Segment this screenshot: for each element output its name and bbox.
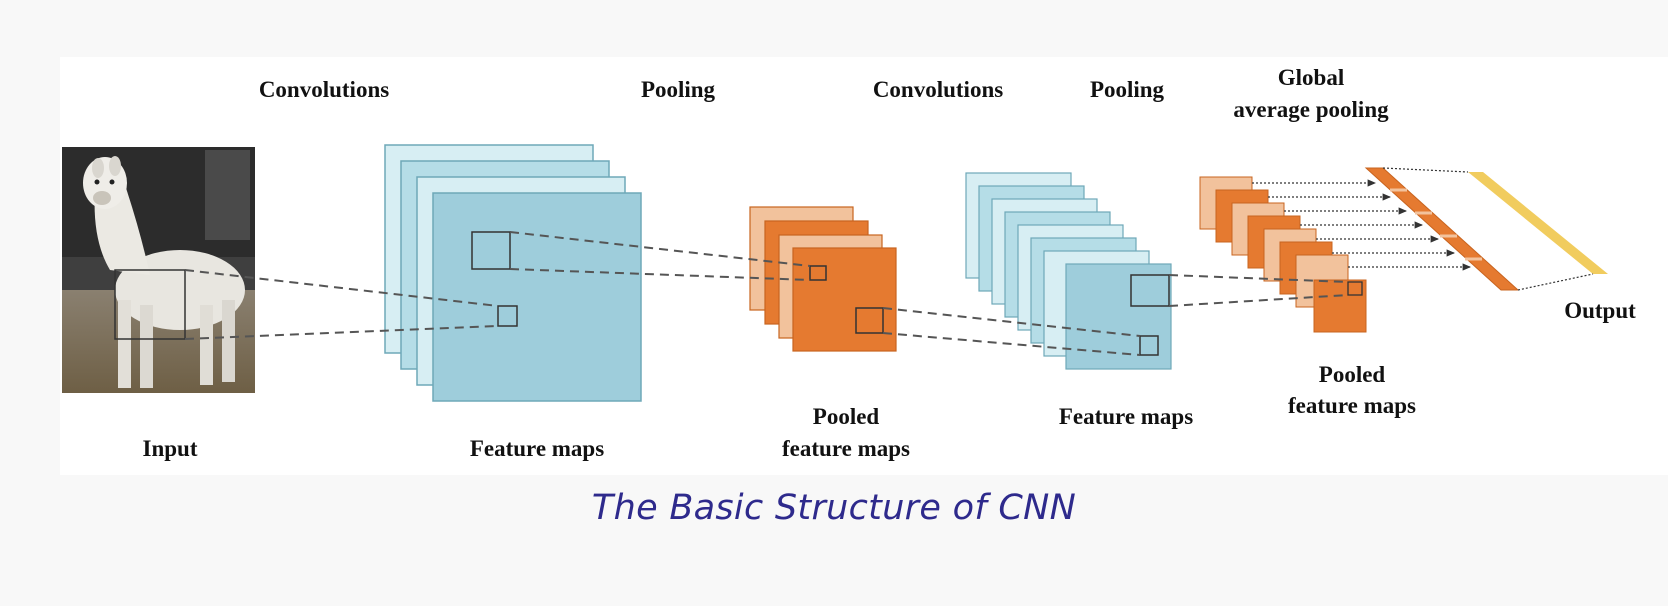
gap-arrows [1252, 179, 1471, 271]
label-pooled-2-line2: feature maps [1288, 393, 1416, 418]
label-global-line2: average pooling [1233, 97, 1389, 122]
output-vector [1382, 167, 1608, 291]
feature-maps-2-stack [965, 172, 1172, 370]
label-pooled-1-line2: feature maps [782, 436, 910, 461]
label-pooling-2: Pooling [1090, 77, 1165, 102]
feature-maps-1-stack [384, 144, 642, 402]
label-feature-maps-2: Feature maps [1059, 404, 1193, 429]
label-pooling-1: Pooling [641, 77, 716, 102]
label-pooled-2-line1: Pooled [1319, 362, 1386, 387]
label-output: Output [1564, 298, 1636, 323]
pooled-feature-maps-1-stack [749, 206, 897, 352]
label-input: Input [143, 436, 198, 461]
figure-caption: The Basic Structure of CNN [591, 488, 1077, 528]
label-feature-maps-1: Feature maps [470, 436, 604, 461]
cnn-structure-diagram: Convolutions Pooling Convolutions Poolin… [62, 65, 1637, 461]
label-convolutions-1: Convolutions [259, 77, 389, 102]
label-convolutions-2: Convolutions [873, 77, 1003, 102]
label-pooled-1-line1: Pooled [813, 404, 880, 429]
input-image [62, 147, 255, 393]
receptive-field-connectors [184, 231, 1349, 356]
label-global-line1: Global [1278, 65, 1344, 90]
